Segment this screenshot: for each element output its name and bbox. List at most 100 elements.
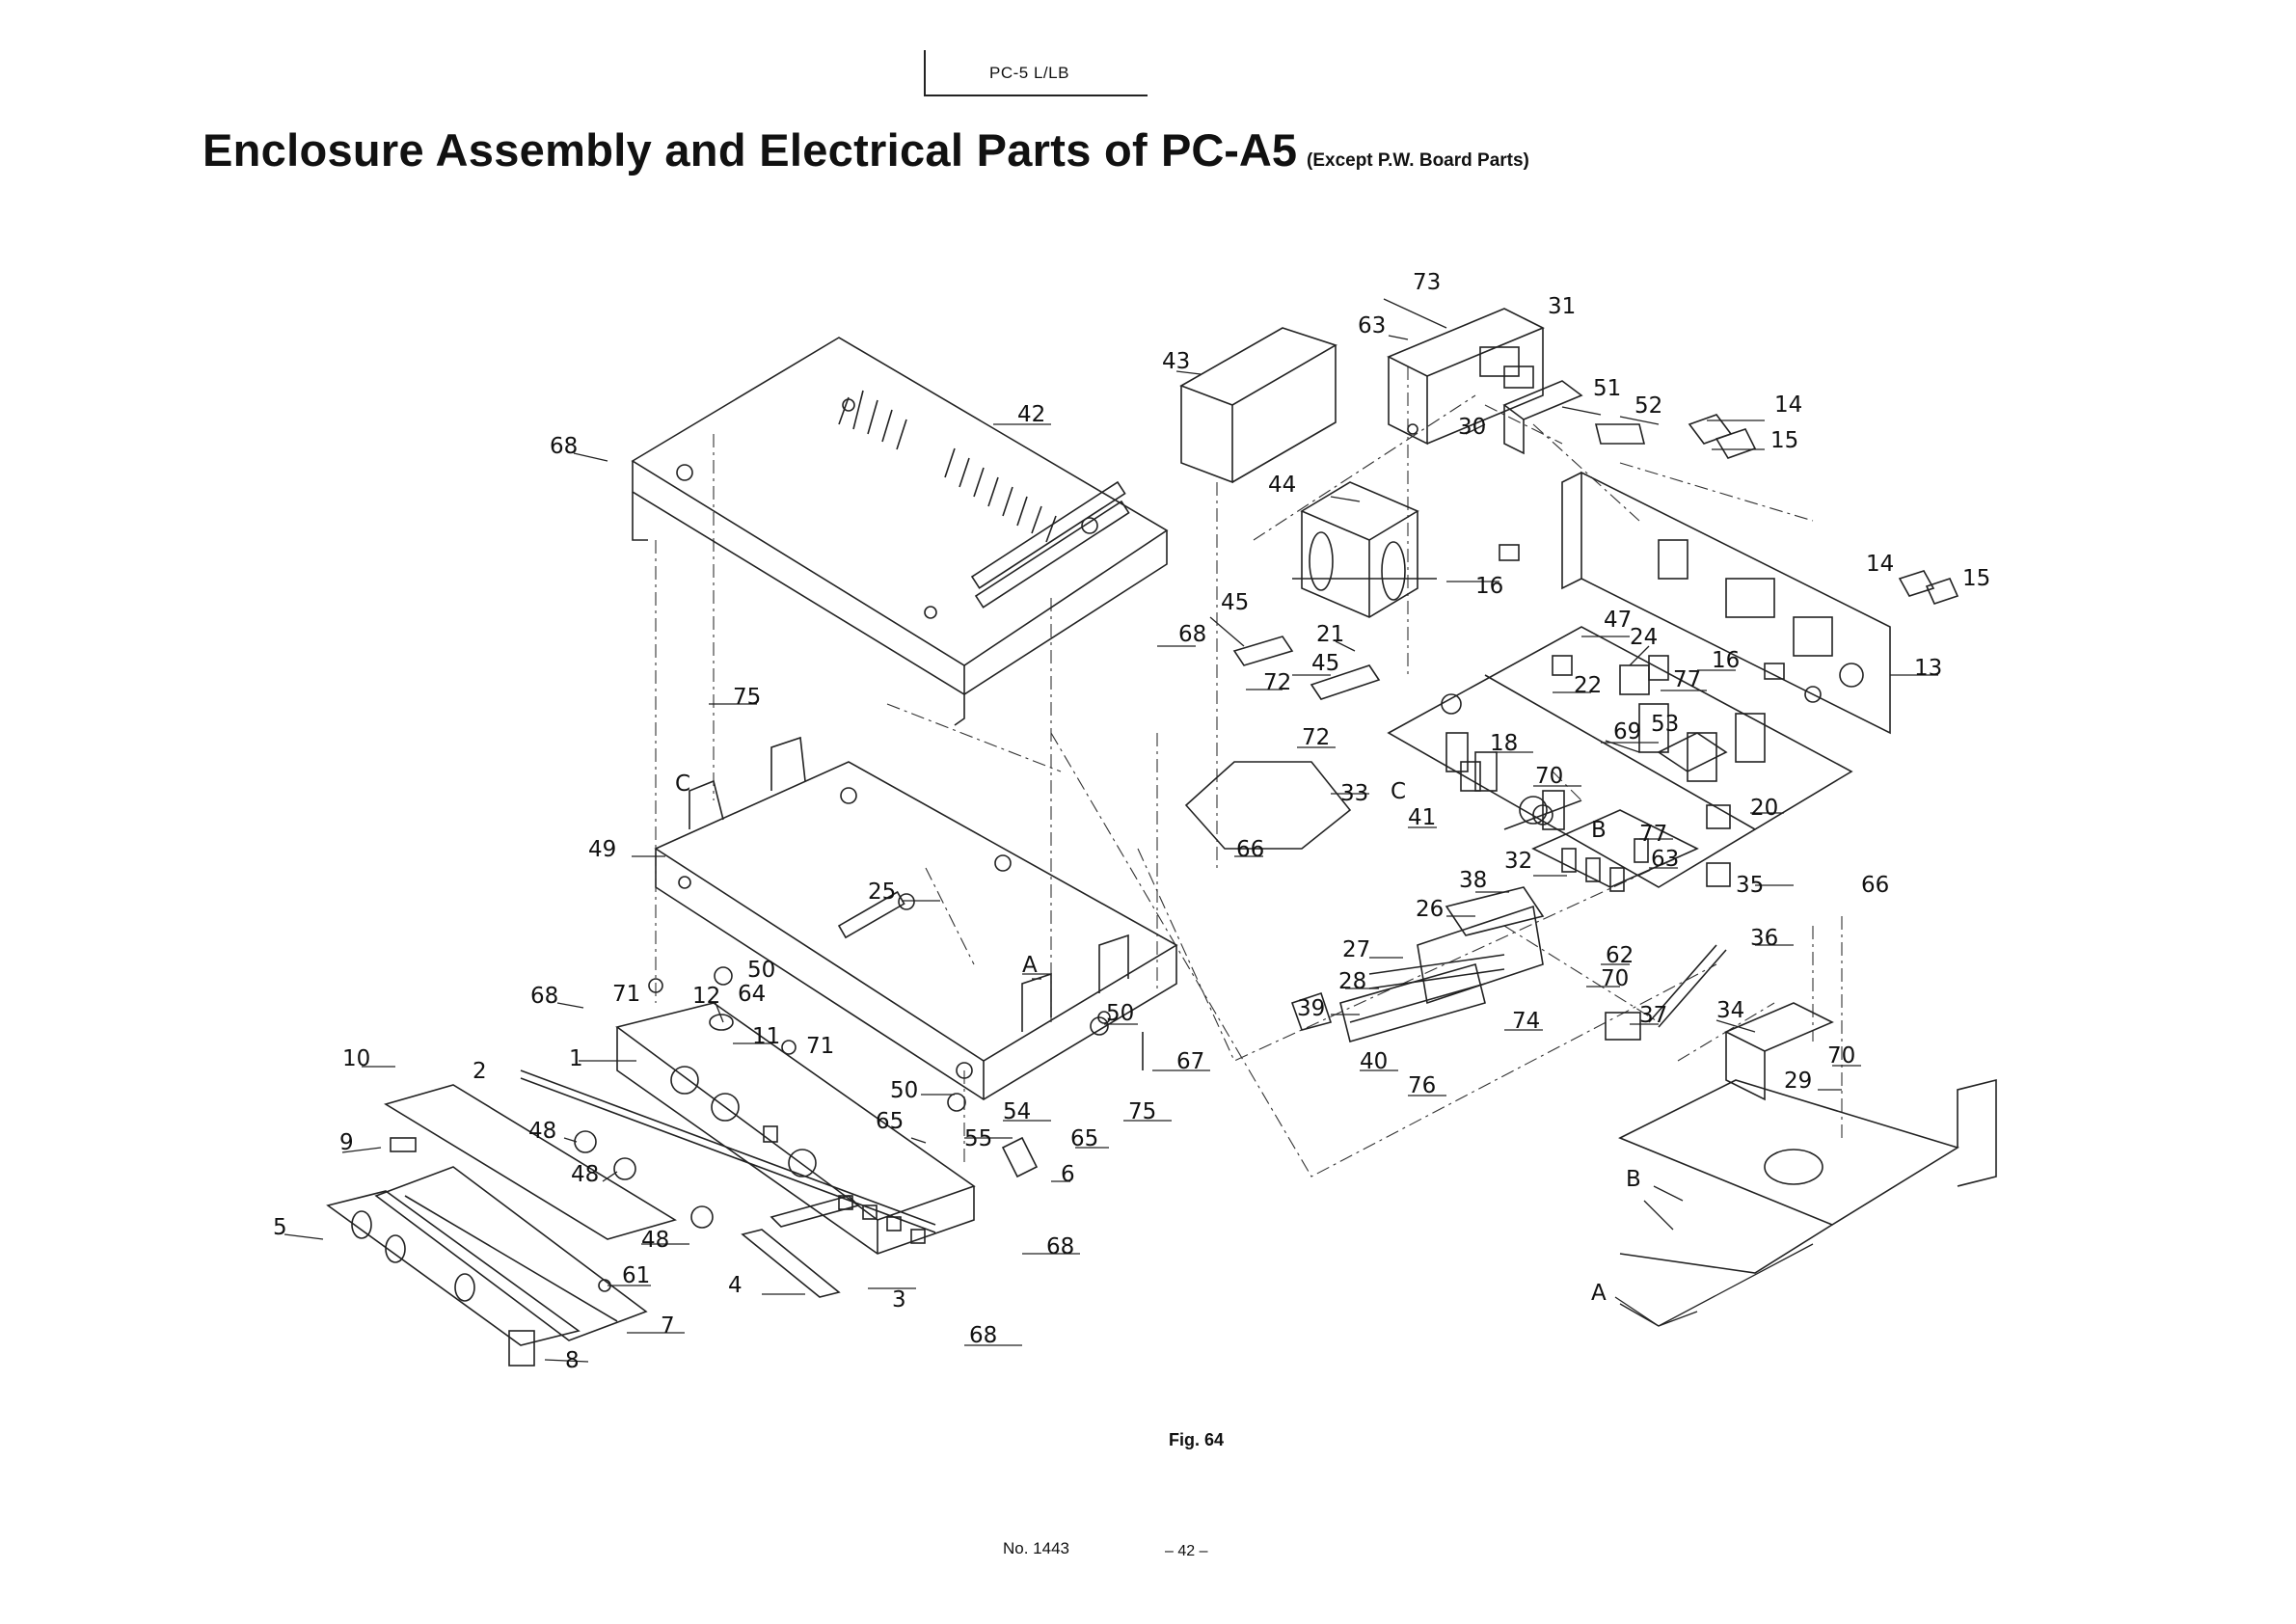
part-14-15-switches-right — [1898, 570, 1959, 605]
callout-62: 62 — [1606, 943, 1634, 968]
callout-54: 54 — [1003, 1099, 1031, 1124]
part-7-scale-plate — [374, 1166, 648, 1341]
top-cover-vent-slots — [838, 390, 1057, 543]
callout-A: A — [1591, 1281, 1607, 1306]
callout-C: C — [1391, 779, 1406, 804]
callout-63: 63 — [1651, 847, 1679, 872]
callout-38: 38 — [1459, 868, 1487, 893]
callout-68: 68 — [530, 984, 558, 1009]
callout-72: 72 — [1263, 670, 1291, 695]
callout-65: 65 — [876, 1109, 904, 1134]
callout-B: B — [1626, 1167, 1641, 1192]
callout-6: 6 — [1061, 1162, 1075, 1187]
callout-13: 13 — [1914, 656, 1942, 681]
callout-22: 22 — [1574, 673, 1602, 698]
callout-18: 18 — [1490, 731, 1518, 756]
callout-36: 36 — [1750, 926, 1778, 951]
callout-50: 50 — [747, 958, 775, 983]
part-43-shield-plate — [1179, 327, 1337, 484]
callout-55: 55 — [964, 1126, 992, 1151]
part-39-lever — [1290, 991, 1333, 1031]
part-1-front-panel — [615, 1002, 976, 1255]
callout-16: 16 — [1475, 574, 1503, 599]
callout-A: A — [1022, 953, 1038, 978]
part-24-jack — [1619, 655, 1669, 695]
title-model: PC-A5 — [1160, 124, 1297, 176]
callout-15: 15 — [1962, 566, 1990, 591]
callout-75: 75 — [733, 685, 761, 710]
callout-64: 64 — [738, 982, 766, 1007]
callout-48: 48 — [641, 1228, 669, 1253]
part-5-escutcheon — [326, 1190, 581, 1346]
callout-69: 69 — [1613, 719, 1641, 744]
part-71-spacer — [648, 978, 797, 1055]
part-16-clip-lower — [1764, 663, 1785, 680]
part-3-strip — [770, 1195, 860, 1228]
callout-65: 65 — [1070, 1126, 1098, 1151]
part-10-window — [384, 1084, 677, 1240]
callout-4: 4 — [728, 1273, 743, 1298]
callout-70: 70 — [1601, 966, 1629, 991]
part-16-clip-upper — [1499, 544, 1520, 561]
callout-2: 2 — [473, 1059, 487, 1084]
part-27-slider — [1368, 954, 1505, 989]
model-label: PC-5 L/LB — [989, 64, 1069, 82]
callout-48: 48 — [571, 1162, 599, 1187]
part-53-socket — [1657, 732, 1728, 772]
callout-71: 71 — [806, 1034, 834, 1059]
callout-11: 11 — [752, 1024, 780, 1049]
part-12-lamp — [709, 1014, 734, 1031]
part-38-slide-control — [1445, 886, 1545, 936]
part-48-knobs — [574, 1130, 714, 1229]
part-28-40-rails — [1339, 963, 1486, 1042]
callout-70: 70 — [1827, 1043, 1855, 1069]
callout-68: 68 — [1178, 622, 1206, 647]
callout-14: 14 — [1774, 392, 1802, 418]
title-main: Enclosure Assembly and Electrical Parts … — [203, 124, 1148, 176]
connector-ab-lines — [1614, 1200, 1814, 1327]
part-18-control — [1460, 761, 1481, 792]
callout-51: 51 — [1593, 376, 1621, 401]
part-36-rod — [1648, 944, 1727, 1028]
callout-10: 10 — [342, 1046, 370, 1071]
callout-67: 67 — [1176, 1049, 1204, 1074]
part-26-bracket — [1417, 905, 1544, 1005]
bottom-board-plate — [1618, 1078, 1997, 1274]
page-number: – 42 – — [1165, 1543, 1208, 1559]
callout-15: 15 — [1770, 428, 1798, 453]
callout-25: 25 — [868, 880, 896, 905]
part-2-rail — [520, 1069, 936, 1233]
callout-20: 20 — [1750, 796, 1778, 821]
part-70-knob-shaft — [1503, 799, 1582, 830]
callout-74: 74 — [1512, 1009, 1540, 1034]
callout-8: 8 — [565, 1348, 580, 1373]
title-subtitle: (Except P.W. Board Parts) — [1307, 150, 1529, 171]
part-45-bracket-lower — [1310, 664, 1381, 700]
part-20-switch — [1706, 804, 1731, 829]
callout-31: 31 — [1548, 294, 1576, 319]
callout-29: 29 — [1784, 1069, 1812, 1094]
callout-63: 63 — [1358, 313, 1386, 338]
callout-70: 70 — [1535, 764, 1563, 789]
part-4-strip — [741, 1229, 841, 1298]
callout-C: C — [675, 771, 690, 797]
callout-33: 33 — [1340, 781, 1368, 806]
callout-41: 41 — [1408, 805, 1436, 830]
callout-30: 30 — [1458, 415, 1486, 440]
callout-50: 50 — [890, 1078, 918, 1103]
callout-48: 48 — [528, 1119, 556, 1144]
part-52-cover — [1594, 423, 1646, 445]
model-label-box — [924, 50, 1148, 96]
part-37-block — [1605, 1012, 1641, 1041]
callout-9: 9 — [339, 1130, 354, 1155]
callout-49: 49 — [588, 837, 616, 862]
callout-68: 68 — [1046, 1234, 1074, 1259]
callout-14: 14 — [1866, 552, 1894, 577]
callout-71: 71 — [612, 982, 640, 1007]
page-title: Enclosure Assembly and Electrical Parts … — [203, 123, 1529, 176]
part-9-label — [390, 1137, 417, 1152]
callout-5: 5 — [273, 1215, 287, 1240]
part-34-bracket — [1724, 1002, 1834, 1101]
part-42-top-cover — [631, 337, 1169, 726]
